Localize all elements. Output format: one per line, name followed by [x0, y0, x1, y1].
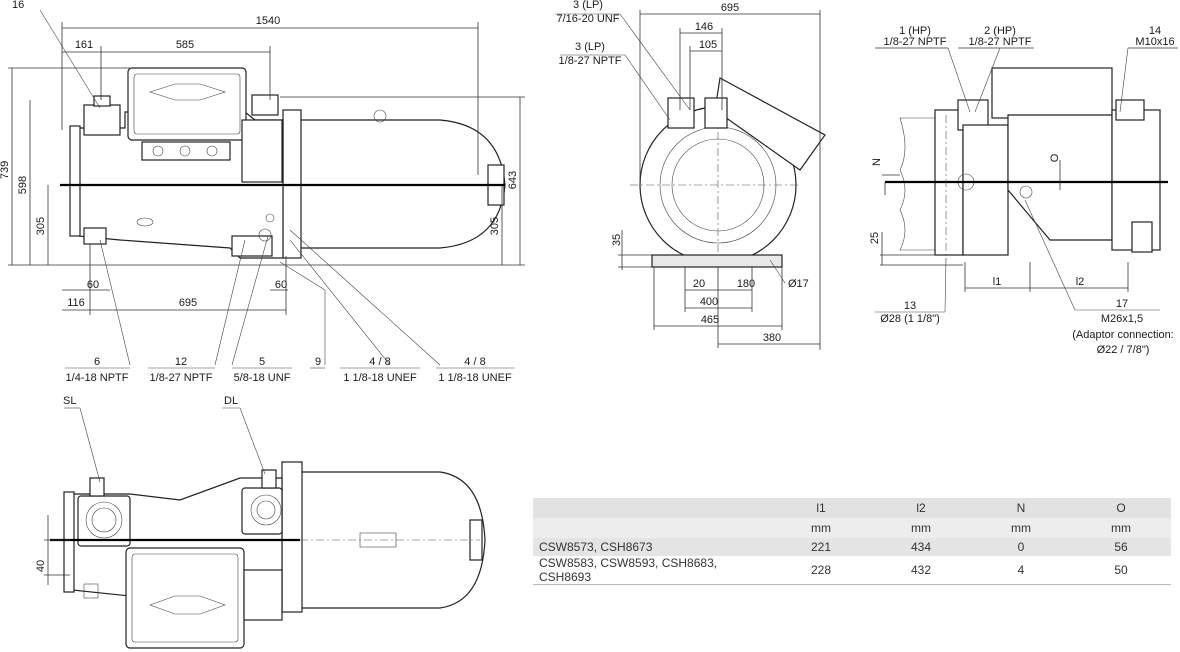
table-row: CSW8583, CSW8593, CSH8683, CSH8693 228 4…	[533, 556, 1171, 585]
dim-695-side: 695	[179, 297, 197, 309]
dim-105: 105	[699, 39, 717, 51]
callout-14-spec: M10x16	[1135, 36, 1174, 48]
table-cell: 228	[771, 556, 871, 585]
callout-17-num: 17	[1116, 298, 1128, 310]
callout-12-num: 12	[175, 356, 187, 368]
table-unit: mm	[971, 518, 1071, 538]
table-unit: mm	[1071, 518, 1171, 538]
callout-4-8-b-num: 4 / 8	[464, 356, 485, 368]
callout-3lp-a-num: 3 (LP)	[573, 0, 603, 11]
table-header-row: l1 l2 N O	[533, 498, 1171, 518]
label-sl: SL	[63, 395, 76, 407]
table-cell-model: CSW8583, CSW8593, CSH8683, CSH8693	[533, 556, 771, 585]
callout-16: 16	[12, 0, 24, 11]
dim-116: 116	[67, 297, 85, 309]
callout-3lp-b-spec: 1/8-27 NPTF	[559, 55, 622, 67]
dimension-table: l1 l2 N O mm mm mm mm CSW8573, CSH8673 2…	[533, 498, 1171, 585]
callout-1hp-num: 1 (HP)	[899, 25, 931, 37]
dim-598: 598	[17, 176, 29, 194]
dim-739: 739	[0, 161, 11, 179]
dim-305: 305	[35, 217, 47, 235]
table-units-model	[533, 518, 771, 538]
callout-13-spec: Ø28 (1 1/8")	[880, 313, 940, 325]
callout-6-spec: 1/4-18 NPTF	[66, 372, 129, 384]
table-header-l1: l1	[771, 498, 871, 518]
callout-2hp-num: 2 (HP)	[984, 25, 1016, 37]
label-n: N	[871, 158, 883, 166]
side-view: 1540 161 585 739 598 305 643 305 60 60 1…	[0, 0, 525, 384]
dim-180: 180	[737, 278, 755, 290]
table-cell: 221	[771, 538, 871, 556]
label-l2: l2	[1076, 276, 1085, 288]
adaptor-note-line1: (Adaptor connection:	[1072, 329, 1174, 341]
callout-13-num: 13	[904, 300, 916, 312]
dim-front-width: 695	[721, 2, 739, 14]
table-cell: 50	[1071, 556, 1171, 585]
table-header-l2: l2	[871, 498, 971, 518]
callout-4-8-a-num: 4 / 8	[369, 356, 390, 368]
table-unit: mm	[771, 518, 871, 538]
dim-hole: Ø17	[788, 278, 809, 290]
dim-25: 25	[869, 232, 881, 244]
dim-60-right: 60	[275, 279, 287, 291]
table-unit: mm	[871, 518, 971, 538]
dim-305-right: 305	[489, 217, 501, 235]
table-row: CSW8573, CSH8673 221 434 0 56	[533, 538, 1171, 556]
dim-465: 465	[701, 314, 719, 326]
table-header-o: O	[1071, 498, 1171, 518]
callout-17-spec: M26x1,5	[1101, 313, 1143, 325]
dim-161: 161	[75, 39, 93, 51]
label-o: O	[1049, 153, 1061, 162]
table-units-row: mm mm mm mm	[533, 518, 1171, 538]
table-cell-model: CSW8573, CSH8673	[533, 538, 771, 556]
table-cell: 4	[971, 556, 1071, 585]
label-dl: DL	[224, 395, 238, 407]
callout-4-8-a-spec: 1 1/8-18 UNEF	[343, 372, 417, 384]
callout-6-num: 6	[94, 356, 100, 368]
table-cell: 56	[1071, 538, 1171, 556]
dim-585: 585	[176, 39, 194, 51]
dim-35: 35	[611, 234, 623, 246]
dim-20: 20	[693, 278, 705, 290]
callout-4-8-b-spec: 1 1/8-18 UNEF	[438, 372, 512, 384]
callout-12-spec: 1/8-27 NPTF	[150, 372, 213, 384]
callout-3lp-a-spec: 7/16-20 UNF	[557, 13, 620, 25]
dim-total-length: 1540	[256, 15, 280, 27]
dim-380: 380	[763, 332, 781, 344]
table-header-n: N	[971, 498, 1071, 518]
callout-2hp-spec: 1/8-27 NPTF	[969, 36, 1032, 48]
label-l1: l1	[993, 276, 1002, 288]
dim-60-left: 60	[87, 279, 99, 291]
end-view: N O 25 l1 l2 1 (HP) 1/8-27 NPTF 2 (HP) 1…	[869, 25, 1178, 356]
table-cell: 434	[871, 538, 971, 556]
callout-5-spec: 5/8-18 UNF	[234, 372, 291, 384]
callout-1hp-spec: 1/8-27 NPTF	[884, 36, 947, 48]
dim-40: 40	[35, 560, 47, 572]
dim-400: 400	[700, 296, 718, 308]
callout-3lp-b-num: 3 (LP)	[575, 41, 605, 53]
dim-643: 643	[507, 171, 519, 189]
dim-146: 146	[695, 21, 713, 33]
callout-14-num: 14	[1149, 25, 1161, 37]
adaptor-note-line2: Ø22 / 7/8")	[1097, 344, 1150, 356]
callout-5-num: 5	[259, 356, 265, 368]
top-view: SL DL 40	[35, 395, 486, 649]
table-cell: 432	[871, 556, 971, 585]
table-header-model	[533, 498, 771, 518]
table-cell: 0	[971, 538, 1071, 556]
callout-9: 9	[315, 356, 321, 368]
front-view: 695 146 105 35 20 180 400 465 380 Ø17 3 …	[555, 0, 826, 350]
